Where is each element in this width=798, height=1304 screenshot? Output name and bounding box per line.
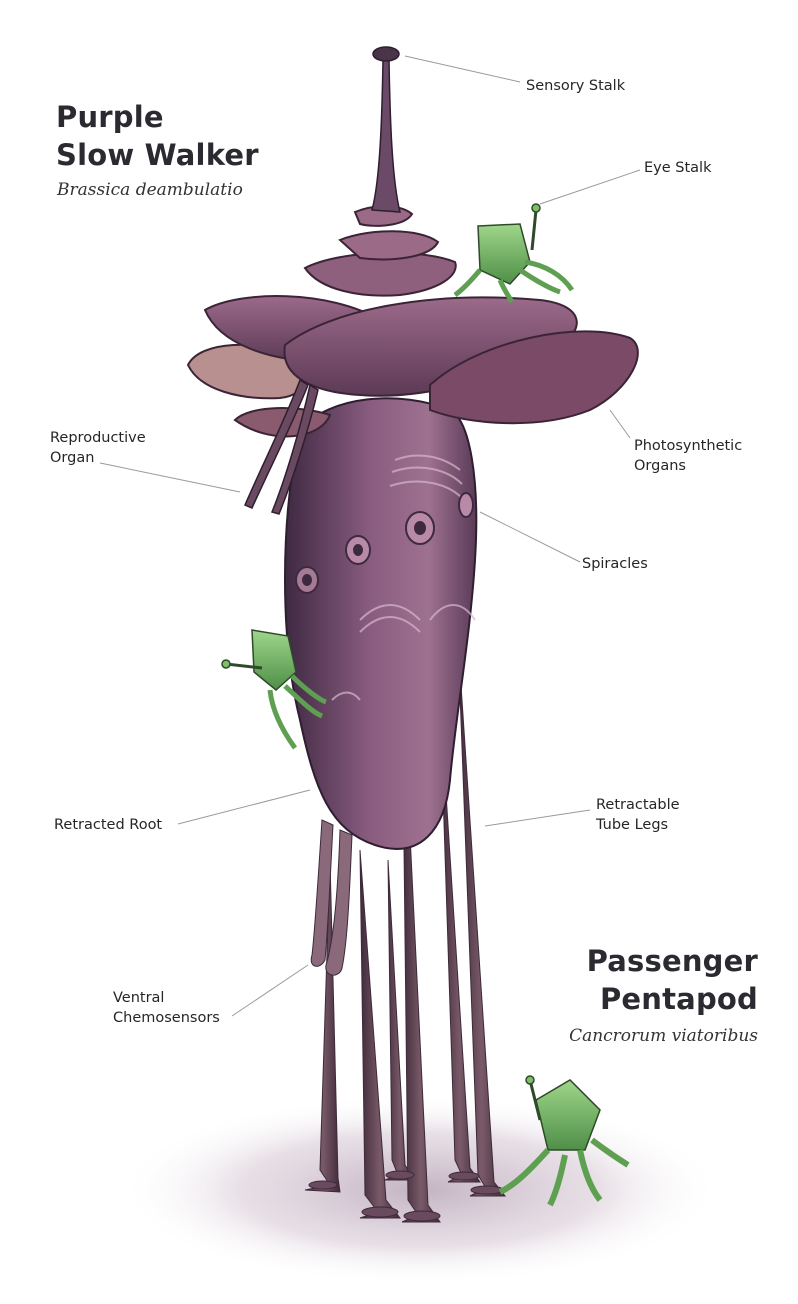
label-ventral-chemosensors: Ventral Chemosensors	[113, 988, 220, 1028]
label-reproductive-organ-line1: Reproductive	[50, 430, 146, 446]
secondary-species-scientific-name: Cancrorum viatoribus	[569, 1026, 758, 1046]
label-reproductive-organ: Reproductive Organ	[50, 428, 146, 468]
label-spiracles: Spiracles	[582, 556, 648, 572]
reproductive-organ	[244, 378, 319, 515]
secondary-species-name-line1: Passenger	[586, 944, 758, 978]
ventral-chemosensors	[310, 819, 353, 976]
label-retracted-root: Retracted Root	[54, 817, 163, 833]
label-sensory-stalk: Sensory Stalk	[526, 78, 626, 94]
body-ridges	[331, 454, 476, 701]
label-photosynthetic-organs-line1: Photosynthetic	[634, 438, 743, 454]
primary-species-scientific-name: Brassica deambulatio	[57, 180, 243, 200]
primary-species-name-line1: Purple	[56, 100, 164, 134]
pentapod-on-body	[221, 629, 327, 750]
primary-species-title: Purple Slow Walker	[56, 98, 259, 174]
label-ventral-chemosensors-line1: Ventral	[113, 990, 165, 1006]
pentapod-on-ground	[498, 1075, 630, 1207]
label-retractable-tube-legs-line2: Tube Legs	[596, 817, 669, 833]
leader-lines	[99, 55, 641, 1017]
sensory-stalk	[371, 46, 401, 213]
pentapod-on-leaf	[453, 203, 575, 304]
secondary-species-name-line2: Pentapod	[599, 982, 758, 1016]
label-retractable-tube-legs: Retractable Tube Legs	[596, 795, 680, 835]
slow-walker-body	[284, 397, 478, 850]
primary-species-name-line2: Slow Walker	[56, 138, 259, 172]
spiracles	[295, 492, 474, 594]
label-reproductive-organ-line2: Organ	[50, 450, 95, 466]
label-retractable-tube-legs-line1: Retractable	[596, 797, 680, 813]
secondary-species-title: Passenger Pentapod	[587, 942, 758, 1018]
label-photosynthetic-organs-line2: Organs	[634, 458, 686, 474]
label-ventral-chemosensors-line2: Chemosensors	[113, 1010, 220, 1026]
label-eye-stalk: Eye Stalk	[644, 160, 712, 176]
label-photosynthetic-organs: Photosynthetic Organs	[634, 436, 742, 476]
